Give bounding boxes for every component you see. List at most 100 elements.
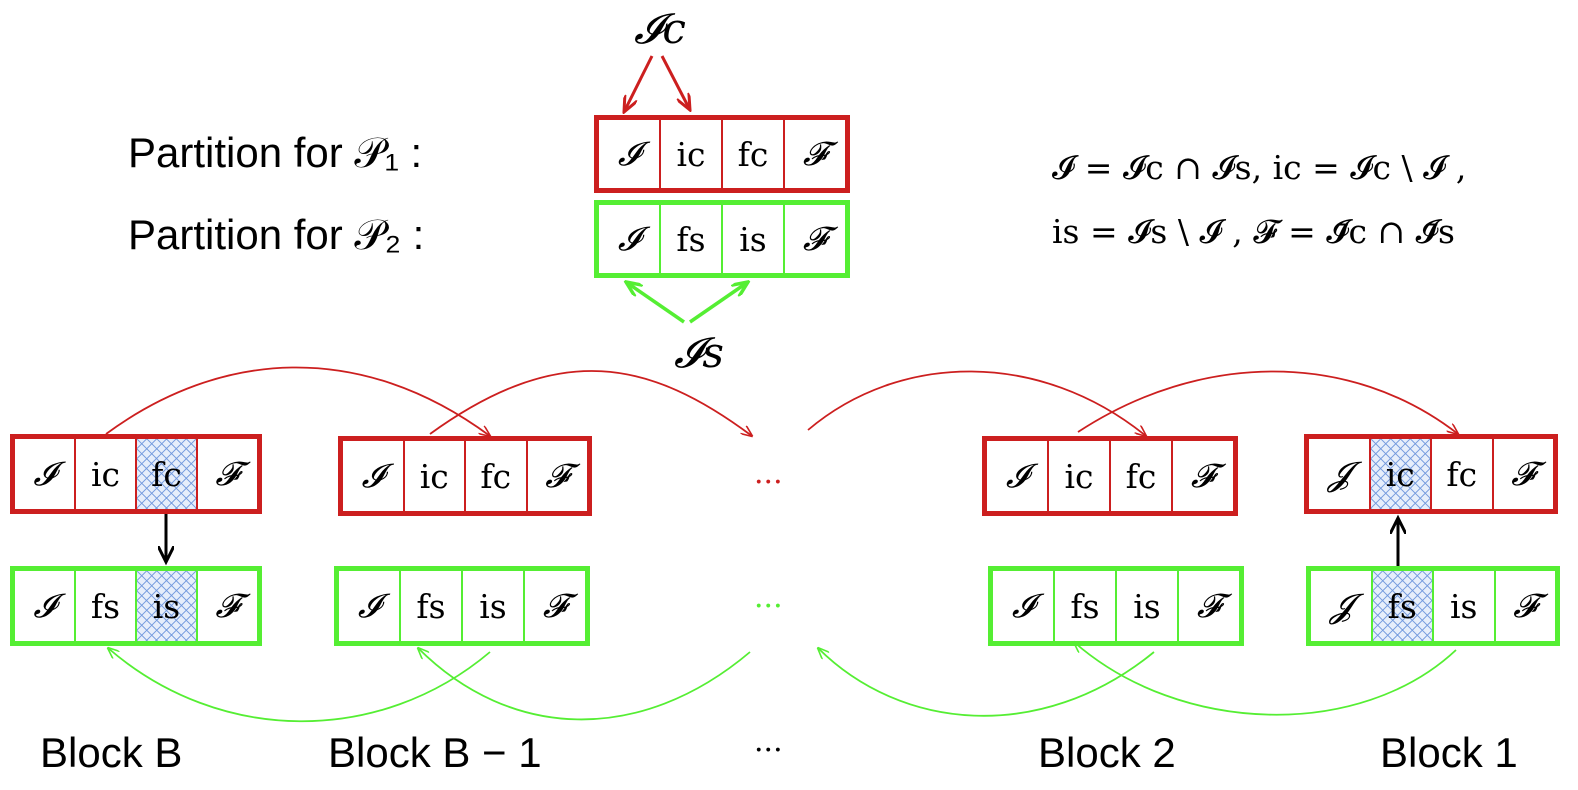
block-b-partition-p2: 𝓘 fs is 𝓕 [10,566,262,646]
cell-text: is [1450,586,1478,626]
block-b-minus-1-partition-p2: 𝓘 fs is 𝓕 [334,566,590,646]
legend-partition-p2: 𝓘 fs is 𝓕 [594,200,850,278]
block-2-label: Block 2 [1038,729,1176,776]
set-ic-label: 𝓘c [634,4,686,53]
block-cell: 𝓕 [1493,571,1556,641]
block-cell: fc [1109,441,1171,511]
block-cell-highlighted: fs [1370,571,1432,641]
block-b-minus-1-partition-p1: 𝓘 ic fc 𝓕 [338,436,592,516]
cell-text: ic [1385,454,1415,494]
cell-text: ic [676,134,706,174]
green-arc [1074,642,1457,716]
block-b-minus-1-label: Block B − 1 [328,729,542,776]
partition-p2-label: Partition for 𝒫₂ : [128,211,425,258]
cell-text: 𝓕 [215,586,240,625]
cell-text: fs [90,586,121,626]
cell-text: fc [480,456,512,496]
cell-text: 𝓕 [802,219,828,258]
block-cell: 𝓘 [343,441,403,511]
legend-p1-cell: ic [659,120,721,188]
block-cell: fs [399,571,461,641]
cell-text: fc [151,454,182,494]
cell-text: 𝓘 [1005,456,1029,495]
red-arc [807,370,1146,436]
block-cell-highlighted: fc [135,439,196,509]
block-cell: fs [1053,571,1115,641]
legend-p2-cell: 𝓕 [783,205,845,273]
formula-line-1: 𝓘 = 𝓘c ∩ 𝓘s, ic = 𝓘c \ 𝓘 , [1052,148,1467,187]
block-1-partition-p2: 𝓙 fs is 𝓕 [1306,566,1560,646]
block-b-label: Block B [40,729,183,776]
legend-p1-cell: 𝓘 [599,120,659,188]
cell-text: 𝓘 [1011,586,1035,625]
legend-p1-cell: fc [721,120,783,188]
cell-text: 𝓕 [542,586,568,625]
block-cell: is [461,571,523,641]
block-cell: fs [74,571,135,641]
block-cell: is [1115,571,1177,641]
block-1-label: Block 1 [1380,729,1518,776]
block-cell: 𝓕 [525,441,588,511]
block-b-partition-p1: 𝓘 ic fc 𝓕 [10,434,262,514]
cell-text: fc [1125,456,1157,496]
cell-text: fc [1446,454,1478,494]
cell-text: 𝓘 [33,586,56,625]
green-arc [418,648,751,721]
block-cell: 𝓙 [1311,571,1371,641]
legend-partition-p1: 𝓘 ic fc 𝓕 [594,115,850,193]
cell-text: 𝓕 [1196,586,1222,625]
cell-text: ic [419,456,449,496]
cell-text: 𝓘 [357,586,381,625]
is-arrow-right [689,282,748,324]
red-ellipsis: ··· [754,465,783,500]
cell-text: 𝓕 [802,134,828,173]
block-cell: 𝓕 [196,571,257,641]
cell-text: 𝓕 [1513,586,1538,625]
block-2-partition-p2: 𝓘 fs is 𝓕 [988,566,1244,646]
cell-text: fs [676,219,706,259]
cell-text: 𝓕 [1511,454,1536,493]
block-cell: 𝓕 [523,571,585,641]
green-arc [818,648,1155,717]
block-cell: ic [74,439,135,509]
cell-text: 𝓕 [215,454,240,493]
cell-text: 𝓘 [361,456,384,495]
block-cell: is [1432,571,1494,641]
cell-text: ic [1064,456,1094,496]
cell-text: is [1133,586,1161,626]
cell-text: is [739,219,767,259]
legend-p2-cell: 𝓘 [599,205,659,273]
formula-line-2: is = 𝓘s \ 𝓘 , 𝓕 = 𝓘̄c ∩ 𝓘̄s [1052,212,1455,251]
red-arc [105,366,490,436]
block-cell: fc [464,441,526,511]
cell-text: 𝓘 [33,454,56,493]
block-ellipsis: ··· [754,733,783,768]
cell-text: 𝓙 [1327,454,1351,493]
cell-text: 𝓘 [617,134,641,173]
block-1-partition-p1: 𝓙 ic fc 𝓕 [1304,434,1558,514]
block-cell: ic [1047,441,1109,511]
block-cell: 𝓘 [339,571,399,641]
partition-p1-label: Partition for 𝒫₁ : [128,129,423,176]
green-arc [108,648,491,723]
is-arrow-left [626,282,685,324]
cell-text: fs [1070,586,1100,626]
green-ellipsis: ··· [754,589,783,624]
cell-text: fs [1387,586,1417,626]
cell-text: 𝓙 [1329,586,1353,625]
legend-p2-cell: fs [659,205,721,273]
legend-p1-cell: 𝓕 [783,120,845,188]
set-is-label: 𝓘s [674,328,724,377]
block-cell: 𝓘 [987,441,1047,511]
block-2-partition-p1: 𝓘 ic fc 𝓕 [982,436,1238,516]
cell-text: ic [90,454,121,494]
block-cell: 𝓘 [15,439,74,509]
legend-p2-cell: is [721,205,783,273]
cell-text: is [152,586,181,626]
block-cell: ic [402,441,465,511]
cell-text: fc [737,134,769,174]
cell-text: 𝓕 [545,456,570,495]
ic-arrow-right [660,55,690,110]
block-cell: 𝓕 [1171,441,1233,511]
